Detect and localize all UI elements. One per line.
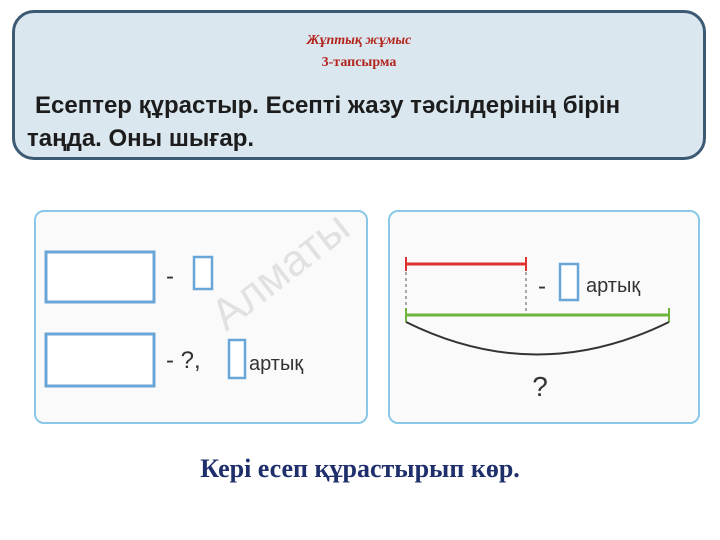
- segment-word: артық: [586, 275, 640, 297]
- row2-small-box: [227, 338, 247, 380]
- row2-value-box: [44, 332, 156, 388]
- row2-word: артық: [249, 353, 303, 375]
- task-kind-label: Жұптық жұмыс: [306, 33, 412, 48]
- total-question: ?: [532, 371, 548, 402]
- total-brace: [405, 321, 670, 356]
- short-notation-panel: Алматы - - ?, артық: [34, 202, 368, 424]
- segment-scheme-panel: - артық ?: [388, 210, 700, 424]
- segment-dash: -: [538, 273, 546, 300]
- task-card: Жұптық жұмыс 3-тапсырма Есептер құрастыр…: [12, 10, 706, 160]
- task-number-label: 3-тапсырма: [321, 55, 397, 70]
- segment-scheme: - артық ?: [405, 257, 670, 402]
- row1-value-box: [44, 250, 156, 304]
- difference-box: [558, 262, 580, 302]
- row2-question: - ?,: [166, 347, 201, 374]
- footer-instruction: Кері есеп құрастырып көр.: [200, 454, 520, 483]
- task-instruction: Есептер құрастыр. Есепті жазу тәсілдерін…: [27, 92, 621, 152]
- row1-dash: -: [166, 263, 174, 290]
- short-notation-scheme: Алматы - - ?, артық: [44, 202, 359, 388]
- row1-small-box: [192, 255, 214, 291]
- watermark-text: Алматы: [202, 212, 359, 340]
